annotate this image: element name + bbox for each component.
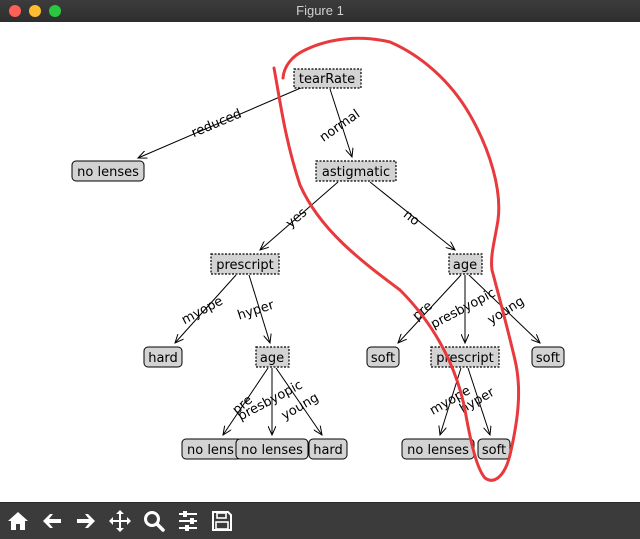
edge-young-2: [468, 274, 540, 343]
svg-text:soft: soft: [371, 351, 395, 366]
edge-pre: [223, 367, 269, 435]
decision-nodes: tearRate astigmatic prescript age age pr…: [210, 68, 500, 368]
edge-normal: [329, 88, 352, 157]
svg-text:no lenses: no lenses: [407, 443, 469, 458]
forward-button[interactable]: [70, 505, 102, 537]
home-button[interactable]: [2, 505, 34, 537]
configure-subplots-icon: [179, 511, 197, 531]
svg-text:hard: hard: [313, 443, 343, 458]
back-button[interactable]: [36, 505, 68, 537]
zoom-button[interactable]: [138, 505, 170, 537]
branch-label-reduced: reduced: [189, 107, 244, 141]
tree-edges: [138, 86, 540, 435]
forward-arrow-icon: [77, 514, 95, 528]
figure-canvas[interactable]: reduced normal yes no myope hyper pre pr…: [0, 22, 640, 502]
leaf-no-lenses-b: no lenses: [235, 438, 309, 460]
edge-myope: [175, 274, 237, 343]
svg-text:prescript: prescript: [216, 258, 274, 273]
svg-text:age: age: [453, 258, 477, 273]
configure-subplots-button[interactable]: [172, 505, 204, 537]
branch-label-no: no: [400, 207, 422, 229]
home-icon: [8, 512, 28, 530]
edge-reduced: [138, 86, 304, 158]
zoom-window-button[interactable]: [49, 5, 61, 17]
leaf-soft-b: soft: [531, 346, 565, 368]
svg-text:age: age: [260, 351, 284, 366]
minimize-window-button[interactable]: [29, 5, 41, 17]
node-astigmatic: astigmatic: [315, 160, 397, 182]
node-age: age: [448, 253, 483, 275]
node-age-2: age: [255, 346, 290, 368]
zoom-icon: [144, 511, 165, 532]
save-icon: [212, 511, 232, 531]
leaf-no-lenses: no lenses: [71, 160, 145, 182]
window-title: Figure 1: [296, 3, 344, 18]
branch-label-presbyopic-2: presbyopic: [428, 286, 498, 333]
node-prescript-2: prescript: [430, 346, 500, 368]
svg-text:tearRate: tearRate: [299, 72, 355, 87]
close-window-button[interactable]: [9, 5, 21, 17]
decision-tree-plot: reduced normal yes no myope hyper pre pr…: [71, 36, 565, 482]
edge-yes: [260, 181, 339, 250]
svg-text:no lenses: no lenses: [241, 443, 303, 458]
leaf-hard: hard: [143, 346, 183, 368]
node-tearRate: tearRate: [293, 68, 362, 89]
svg-text:no lens: no lens: [187, 443, 234, 458]
svg-text:soft: soft: [482, 443, 506, 458]
svg-text:soft: soft: [536, 351, 560, 366]
branch-label-normal: normal: [317, 107, 363, 145]
leaf-soft-c: soft: [477, 438, 511, 460]
svg-text:no lenses: no lenses: [77, 165, 139, 180]
leaf-no-lenses-a: no lens: [181, 438, 243, 460]
edge-young: [275, 367, 322, 435]
save-button[interactable]: [206, 505, 238, 537]
leaf-no-lenses-c: no lenses: [401, 438, 475, 460]
edge-hyper-2: [467, 367, 490, 435]
edge-hyper: [248, 274, 270, 343]
leaf-soft-a: soft: [366, 346, 400, 368]
pan-button[interactable]: [104, 505, 136, 537]
leaf-nodes: no lenses hard soft soft no lens no lens…: [71, 160, 565, 460]
edge-no: [369, 181, 455, 250]
red-annotation-stroke: [272, 36, 521, 482]
svg-text:hard: hard: [148, 351, 178, 366]
branch-label-myope: myope: [179, 294, 225, 328]
leaf-hard-2: hard: [308, 438, 348, 460]
back-arrow-icon: [43, 514, 61, 528]
window-titlebar: Figure 1: [0, 0, 640, 23]
edge-pre-2: [398, 274, 462, 343]
navigation-toolbar: [0, 502, 640, 539]
pan-icon: [109, 510, 131, 532]
branch-label-hyper: hyper: [236, 298, 277, 324]
svg-text:astigmatic: astigmatic: [322, 165, 390, 180]
node-prescript: prescript: [210, 253, 280, 275]
